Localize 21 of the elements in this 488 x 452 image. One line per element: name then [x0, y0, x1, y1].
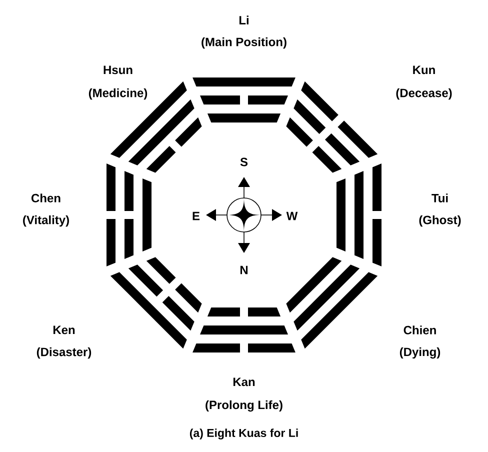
kua-name: Kan [233, 378, 255, 386]
direction-letter: W [286, 212, 298, 220]
kua-name: Chen [32, 194, 60, 202]
kua-name: Hsun [104, 66, 132, 74]
direction-letter: E [192, 212, 200, 220]
kua-meaning: (Dying) [400, 347, 440, 359]
kua-name: Chien [404, 326, 436, 334]
kua-name: Tui [432, 194, 448, 202]
direction-letter: N [240, 266, 248, 274]
kua-meaning: (Medicine) [88, 88, 148, 100]
kua-meaning: (Main Position) [202, 37, 286, 49]
kua-name: Ken [53, 326, 75, 334]
kua-meaning: (Decease) [396, 88, 452, 100]
caption: (a) Eight Kuas for Li [190, 428, 298, 440]
kua-name: Li [239, 16, 248, 24]
kua-name: Kun [413, 66, 435, 74]
direction-letter: S [240, 158, 248, 166]
kua-meaning: (Ghost) [419, 215, 461, 227]
kua-meaning: (Prolong Life) [206, 400, 282, 412]
kua-meaning: (Vitality) [23, 215, 69, 227]
kua-meaning: (Disaster) [36, 347, 92, 359]
